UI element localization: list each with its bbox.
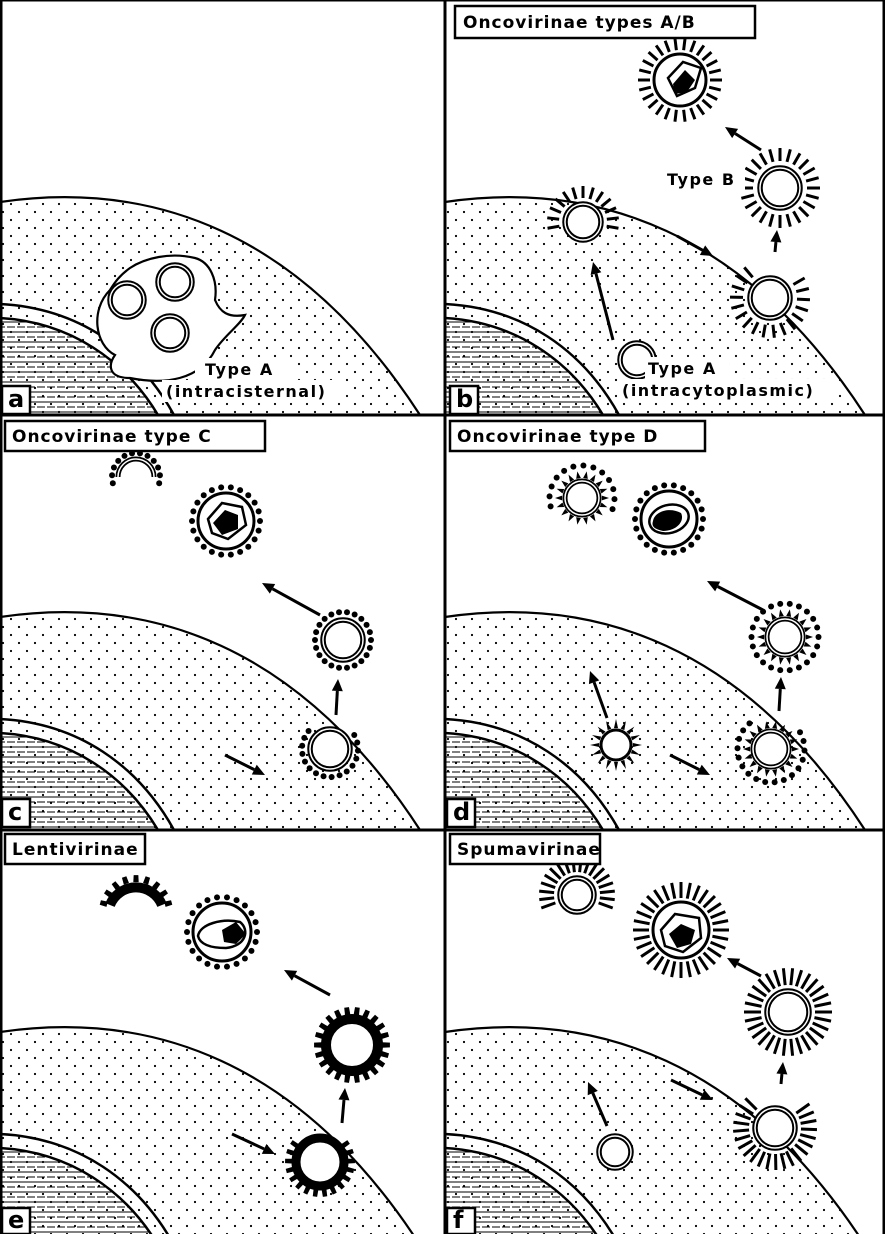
- intracytoplasmic-particle: [599, 1136, 631, 1168]
- annotation-intracisternal: (intracisternal): [166, 382, 326, 401]
- budding-particle: [547, 463, 618, 525]
- panel-letter-a: a: [2, 385, 30, 414]
- panel-letter-d: d: [447, 798, 475, 827]
- panel-letter-e: e: [2, 1206, 30, 1234]
- svg-text:Lentivirinae: Lentivirinae: [12, 840, 139, 860]
- immature-particle: [744, 968, 832, 1056]
- type-a-particle: [110, 283, 144, 317]
- panel-b: Type B Type A (intracytoplasmic) Oncovir…: [445, 6, 865, 415]
- svg-text:b: b: [456, 385, 473, 413]
- panel-title-b: Oncovirinae types A/B: [455, 6, 755, 38]
- panel-title-c: Oncovirinae type C: [5, 421, 265, 451]
- svg-text:Oncovirinae type D: Oncovirinae type D: [457, 427, 658, 447]
- svg-text:Oncovirinae types A/B: Oncovirinae types A/B: [463, 13, 696, 33]
- panel-e: Lentivirinae e: [0, 834, 420, 1234]
- panel-d: Oncovirinae type D d: [445, 421, 865, 830]
- svg-text:c: c: [8, 798, 22, 826]
- arrow: [707, 581, 763, 610]
- arrow: [727, 958, 761, 976]
- arrow: [776, 1062, 787, 1084]
- panel-title-e: Lentivirinae: [5, 834, 145, 864]
- arrow: [284, 970, 330, 995]
- budding-particle: [539, 857, 615, 912]
- arrow: [775, 677, 786, 711]
- annotation-type-a: Type A: [205, 360, 274, 379]
- svg-text:f: f: [453, 1206, 464, 1234]
- svg-text:a: a: [8, 385, 24, 413]
- panel-title-d: Oncovirinae type D: [450, 421, 705, 451]
- mature-virion: [632, 482, 706, 555]
- panel-letter-f: f: [447, 1206, 475, 1234]
- arrow: [770, 230, 781, 252]
- arrow: [725, 127, 761, 150]
- type-a-particle: [158, 265, 192, 299]
- type-b-particle: [740, 148, 820, 228]
- arrow: [262, 583, 320, 615]
- panel-letter-b: b: [450, 385, 478, 414]
- mature-virion: [184, 894, 260, 969]
- panel-a: Type A (intracisternal) a: [0, 197, 420, 415]
- budding-crescent: [100, 875, 173, 907]
- panel-f: Spumavirinae f: [445, 834, 865, 1234]
- immature-particle: [312, 609, 374, 670]
- type-a-particle: [153, 316, 187, 350]
- annotation-type-b: Type B: [667, 170, 736, 189]
- budding-crescent: [109, 450, 163, 486]
- svg-text:Oncovirinae type C: Oncovirinae type C: [12, 427, 212, 447]
- mature-virion: [638, 38, 722, 121]
- panel-title-f: Spumavirinae: [450, 834, 601, 864]
- arrow: [338, 1088, 349, 1123]
- svg-text:e: e: [8, 1206, 24, 1234]
- arrow: [332, 679, 343, 715]
- immature-particle: [749, 601, 822, 673]
- svg-text:d: d: [453, 798, 470, 826]
- cell-body: [445, 1027, 865, 1234]
- mature-virion: [633, 882, 729, 978]
- panel-c: Oncovirinae type C c: [0, 421, 420, 830]
- intracytoplasmic-particle: [590, 719, 642, 771]
- immature-particle: [314, 1007, 390, 1083]
- annotation-intracytoplasmic: (intracytoplasmic): [622, 381, 814, 400]
- panel-letter-c: c: [2, 798, 30, 827]
- svg-text:Spumavirinae: Spumavirinae: [457, 840, 601, 860]
- mature-virion: [189, 484, 263, 557]
- annotation-type-a: Type A: [648, 359, 717, 378]
